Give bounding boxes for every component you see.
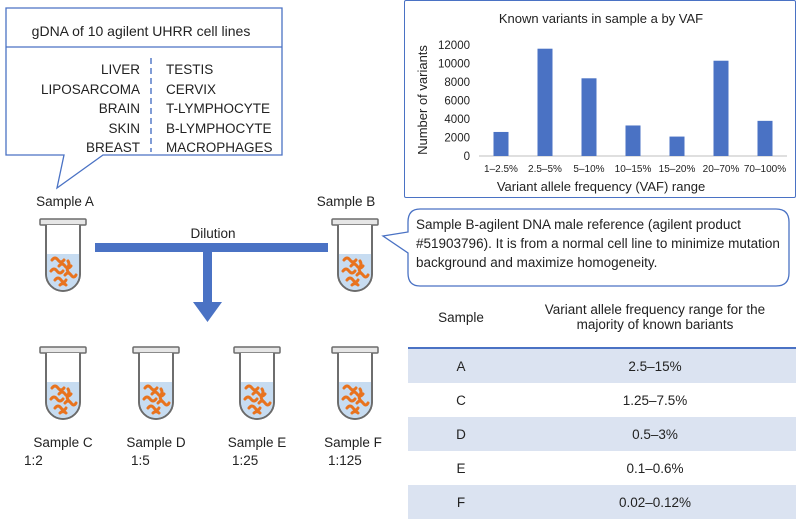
bar-1 — [493, 131, 509, 156]
cell-line-item: LIVER — [100, 62, 140, 77]
reference-note: Sample B-agilent DNA male reference (agi… — [416, 217, 780, 270]
sample-d-label: Sample D 1:5 — [113, 434, 199, 470]
dilution-arrow-head — [193, 302, 222, 322]
cell-lines-right-list: TESTIS CERVIX T-LYMPHOCYTE B-LYMPHOCYTE … — [166, 60, 273, 158]
y-tick-label: 4000 — [444, 114, 470, 126]
bar-7 — [757, 120, 773, 156]
vaf-range-table: Sample Variant allele frequency range fo… — [408, 287, 796, 519]
table-header-row: Sample Variant allele frequency range fo… — [408, 287, 796, 349]
dilution-bar — [95, 243, 328, 252]
table-cell: D — [408, 417, 514, 451]
table-cell: F — [408, 485, 514, 519]
x-tick-label: 1–2.5% — [484, 164, 518, 175]
table-cell: C — [456, 392, 466, 408]
table-cell: A — [408, 348, 514, 383]
dilution-arrow-stem — [203, 252, 212, 302]
sample-name: Sample C — [33, 435, 93, 450]
table-row: E 0.1–0.6% — [408, 451, 796, 485]
x-tick-label: 20–70% — [703, 164, 740, 175]
sample-name: Sample E — [227, 435, 287, 450]
table-cell: 2.5–15% — [514, 348, 796, 383]
vaf-chart-panel: Known variants in sample a by VAF Variant… — [404, 0, 796, 198]
table-cell: E — [456, 460, 466, 476]
table-row: F 0.02–0.12% — [408, 485, 796, 519]
chart-title: Known variants in sample a by VAF — [499, 11, 703, 26]
tube-sample-d — [131, 345, 181, 421]
cell-lines-title: gDNA of 10 agilent UHRR cell lines — [31, 23, 251, 39]
sample-f-label: Sample F 1:125 — [310, 434, 396, 470]
x-tick-label: 70–100% — [744, 164, 786, 175]
bar-6 — [713, 60, 729, 156]
y-tick-label: 8000 — [444, 77, 470, 89]
cell-line-item: BREAST — [85, 140, 140, 155]
cell-lines-left-list: LIVER LIPOSARCOMA BRAIN SKIN BREAST — [41, 60, 140, 158]
sample-name: Sample F — [324, 435, 382, 450]
sample-diagram — [38, 208, 790, 421]
x-tick-label: 2.5–5% — [528, 164, 562, 175]
y-tick-label: 10000 — [438, 59, 470, 71]
cell-line-item: BRAIN — [98, 101, 140, 116]
bar-2 — [537, 48, 553, 157]
sample-b-label: Sample B — [316, 194, 376, 209]
cell-line-item: SKIN — [108, 120, 140, 136]
x-tick-label: 15–20% — [659, 164, 696, 175]
dilution-ratio: 1:2 — [24, 453, 43, 468]
y-tick-label: 12000 — [438, 40, 470, 52]
table-cell: 0.5–3% — [514, 417, 796, 451]
table-row: A 2.5–15% — [408, 348, 796, 383]
dilution-ratio: 1:25 — [232, 453, 259, 468]
reference-callout-box — [381, 208, 790, 287]
table-cell: 1.25–7.5% — [622, 392, 688, 408]
x-tick-label: 5–10% — [573, 164, 604, 175]
tube-sample-a — [38, 217, 88, 293]
x-tick-label: 10–15% — [615, 164, 652, 175]
cell-lines-callout — [5, 7, 283, 190]
sample-e-label: Sample E 1:25 — [214, 434, 300, 470]
dilution-ratio: 1:5 — [131, 453, 150, 468]
dilution-ratio: 1:125 — [328, 453, 362, 468]
cell-line-item: MACROPHAGES — [166, 140, 273, 155]
bar-5 — [669, 136, 685, 156]
bar-3 — [581, 78, 597, 156]
dilution-label: Dilution — [190, 226, 236, 241]
sample-c-label: Sample C 1:2 — [20, 434, 106, 470]
table-header-vaf: Variant allele frequency range for the m… — [514, 287, 796, 349]
tube-sample-b — [330, 217, 380, 293]
table-row: D 0.5–3% — [408, 417, 796, 451]
sample-name: Sample D — [126, 435, 186, 450]
y-tick-label: 2000 — [444, 133, 470, 145]
vaf-bar-chart: Known variants in sample a by VAF Variant… — [415, 11, 787, 194]
table-cell: 0.1–0.6% — [626, 460, 684, 476]
bar-4 — [625, 125, 641, 156]
cell-line-item: T-LYMPHOCYTE — [166, 101, 271, 116]
cell-line-item: CERVIX — [166, 81, 217, 97]
sample-a-label: Sample A — [36, 194, 94, 209]
cell-line-item: TESTIS — [166, 62, 214, 77]
y-axis-label: Number of variants — [415, 45, 430, 155]
table-row: C 1.25–7.5% — [408, 383, 796, 417]
tube-sample-e — [232, 345, 282, 421]
x-axis-label: Variant allele frequency (VAF) range — [497, 179, 705, 194]
table-cell: 0.02–0.12% — [514, 485, 796, 519]
tube-sample-c — [38, 345, 88, 421]
cell-line-item: B-LYMPHOCYTE — [166, 120, 272, 136]
y-tick-label: 6000 — [444, 96, 470, 108]
tube-sample-f — [330, 345, 380, 421]
y-tick-label: 0 — [464, 151, 470, 163]
table-header-sample: Sample — [408, 287, 514, 349]
cell-line-item: LIPOSARCOMA — [40, 81, 140, 97]
